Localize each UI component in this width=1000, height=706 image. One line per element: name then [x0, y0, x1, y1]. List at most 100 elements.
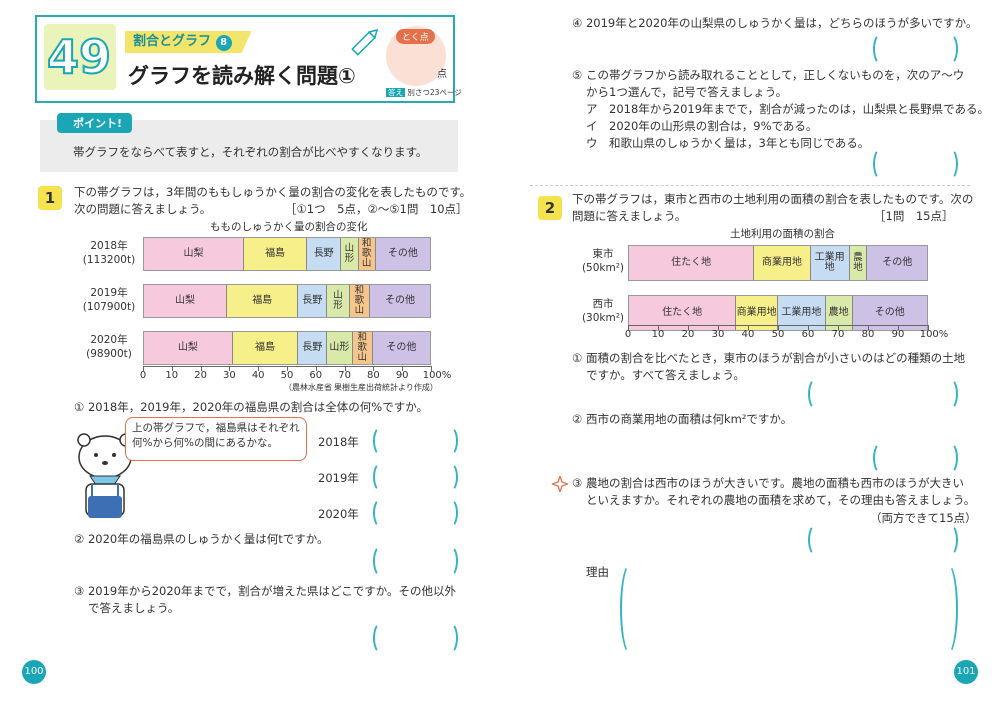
chart1-source-1: （農林水産省: [284, 383, 332, 392]
segment-農地: 農地: [825, 296, 853, 330]
subtitle-text: 割合とグラフ: [133, 34, 212, 49]
answer-field-q1-4-left[interactable]: [873, 33, 889, 65]
x-tick: [431, 366, 432, 371]
x-tick: [229, 366, 231, 371]
answer-field-2018-right[interactable]: [442, 426, 458, 456]
answer-field-2019-right[interactable]: [442, 462, 458, 492]
x-tick-label: 90: [891, 329, 905, 340]
x-tick: [287, 366, 288, 371]
answer-field-q2-1-right[interactable]: [942, 378, 958, 410]
segment-その他: その他: [369, 285, 430, 317]
segment-住たく地: 住たく地: [629, 296, 737, 330]
lesson-number-bg: [44, 24, 116, 90]
x-tick: [200, 366, 202, 371]
x-tick-label: 40: [741, 329, 755, 340]
segment-農地: 農地: [849, 246, 868, 280]
point-tag: ポイント!: [57, 113, 133, 133]
row-label-name: 2018年: [90, 240, 128, 252]
x-tick-label: 50: [771, 329, 785, 340]
x-tick-label: 30: [711, 329, 725, 340]
x-tick: [898, 325, 899, 330]
row-label: 2018年 (113200t): [78, 239, 140, 267]
segment-その他: その他: [375, 238, 430, 270]
x-tick: [688, 325, 689, 330]
x-tick: [171, 366, 173, 371]
segment-label-char: 山: [344, 243, 355, 255]
score-label: とく点: [396, 29, 435, 44]
row-label-total: (98900t): [86, 348, 132, 361]
q1-intro-1: 下の帯グラフは，3年間のももしゅうかく量の割合の変化を表したものです。: [74, 185, 472, 199]
question-2-number: 2: [538, 196, 562, 220]
answer-reference: 答え 別さつ23ページ: [386, 87, 462, 98]
x-tick-label: 20: [681, 329, 695, 340]
option-i: イ 2020年の山形県の割合は，9%である。: [586, 119, 818, 133]
band-bar: 住たく地商業用地工業用地農地その他: [628, 245, 928, 281]
answer-field-q2-1-left[interactable]: [808, 378, 824, 410]
x-tick-label: 50: [280, 370, 294, 381]
answer-field-q1-2-right[interactable]: [442, 545, 458, 577]
x-tick: [928, 325, 929, 330]
q2-sub-1a: ① 面積の割合を比べたとき，東市のほうが割合が小さいのはどの種類の土地: [572, 351, 966, 365]
x-tick-label: 100%: [919, 329, 949, 340]
answer-badge: 答え: [386, 88, 405, 97]
answer-field-2020-right[interactable]: [442, 498, 458, 528]
x-tick: [838, 325, 839, 330]
answer-field-q2-3-left[interactable]: [808, 524, 824, 556]
segment-山形: 山形: [327, 332, 353, 364]
year-label-2019: 2019年: [318, 471, 359, 485]
x-tick-label: 30: [223, 370, 236, 381]
segment-福島: 福島: [226, 285, 299, 317]
segment-その他: その他: [372, 332, 431, 364]
x-tick-label: 20: [194, 370, 207, 381]
segment-label-char: 山: [333, 290, 343, 302]
q1-sub-5a: ⑤ この帯グラフから読み取れることとして，正しくないものを，次のア～ウ: [572, 68, 965, 82]
x-tick-label: 10: [651, 329, 665, 340]
reason-field-left[interactable]: [620, 562, 642, 656]
q2-sub-3a: ③ 農地の割合は西市のほうが大きいです。農地の面積も西市のほうが大きい: [572, 476, 964, 490]
answer-page: 別さつ23ページ: [407, 88, 462, 97]
lesson-subtitle: 割合とグラフ 8: [125, 31, 252, 53]
row-label: 2019年(107900t): [78, 286, 140, 314]
row-label-name: 東市: [592, 248, 614, 260]
segment-工業用地: 工業用地: [778, 296, 826, 330]
x-tick-label: 70: [831, 329, 845, 340]
row-label-total: (113200t): [82, 254, 136, 267]
answer-field-q1-5-right[interactable]: [942, 148, 958, 180]
answer-field-q2-2-left[interactable]: [873, 442, 889, 474]
x-tick: [658, 325, 659, 330]
q1-sub-2: ② 2020年の福島県のしゅうかく量は何tですか。: [74, 532, 329, 546]
segment-和歌山: 和歌山: [358, 238, 376, 270]
row-label: 西市(30km²): [580, 297, 626, 325]
row-label-name: 2019年: [90, 287, 128, 299]
segment-工業用地: 工業用地: [810, 246, 850, 280]
x-tick: [373, 366, 375, 371]
x-tick-label: 70: [338, 370, 351, 381]
answer-field-q1-5-left[interactable]: [873, 148, 889, 180]
divider: [530, 185, 970, 186]
reason-field-right[interactable]: [936, 562, 958, 656]
x-tick: [628, 325, 629, 330]
segment-label-char: 形: [344, 253, 355, 264]
segment-label-char: 歌: [361, 248, 372, 260]
band-bar: 山梨福島長野山形和歌山その他: [143, 237, 431, 271]
segment-山梨: 山梨: [144, 285, 227, 317]
answer-field-q2-2-right[interactable]: [942, 442, 958, 474]
answer-field-q2-3-right[interactable]: [942, 524, 958, 556]
answer-field-q1-3-right[interactable]: [442, 622, 458, 654]
answer-field-q1-2-left[interactable]: [373, 545, 389, 577]
answer-field-2018-left[interactable]: [373, 426, 389, 456]
answer-field-2020-left[interactable]: [373, 498, 389, 528]
q1-points: ［①1つ 5点，②～⑤1問 10点］: [285, 202, 468, 216]
segment-その他: その他: [852, 296, 928, 330]
answer-field-q1-4-right[interactable]: [942, 33, 958, 65]
q1-sub-1: ① 2018年，2019年，2020年の福島県の割合は全体の何%ですか。: [74, 400, 428, 414]
reason-label: 理由: [586, 565, 609, 579]
q2-intro-1: 下の帯グラフは，東市と西市の土地利用の面積の割合を表したものです。次の: [572, 192, 974, 206]
chart1-source-2: 果樹生産出荷統計より作成）: [334, 383, 438, 392]
segment-その他: その他: [867, 246, 928, 280]
x-tick-label: 60: [309, 370, 323, 381]
x-tick: [402, 366, 404, 371]
answer-field-q1-3-left[interactable]: [373, 622, 389, 654]
answer-field-2019-left[interactable]: [373, 462, 389, 492]
sparkle-icon: [552, 476, 568, 492]
